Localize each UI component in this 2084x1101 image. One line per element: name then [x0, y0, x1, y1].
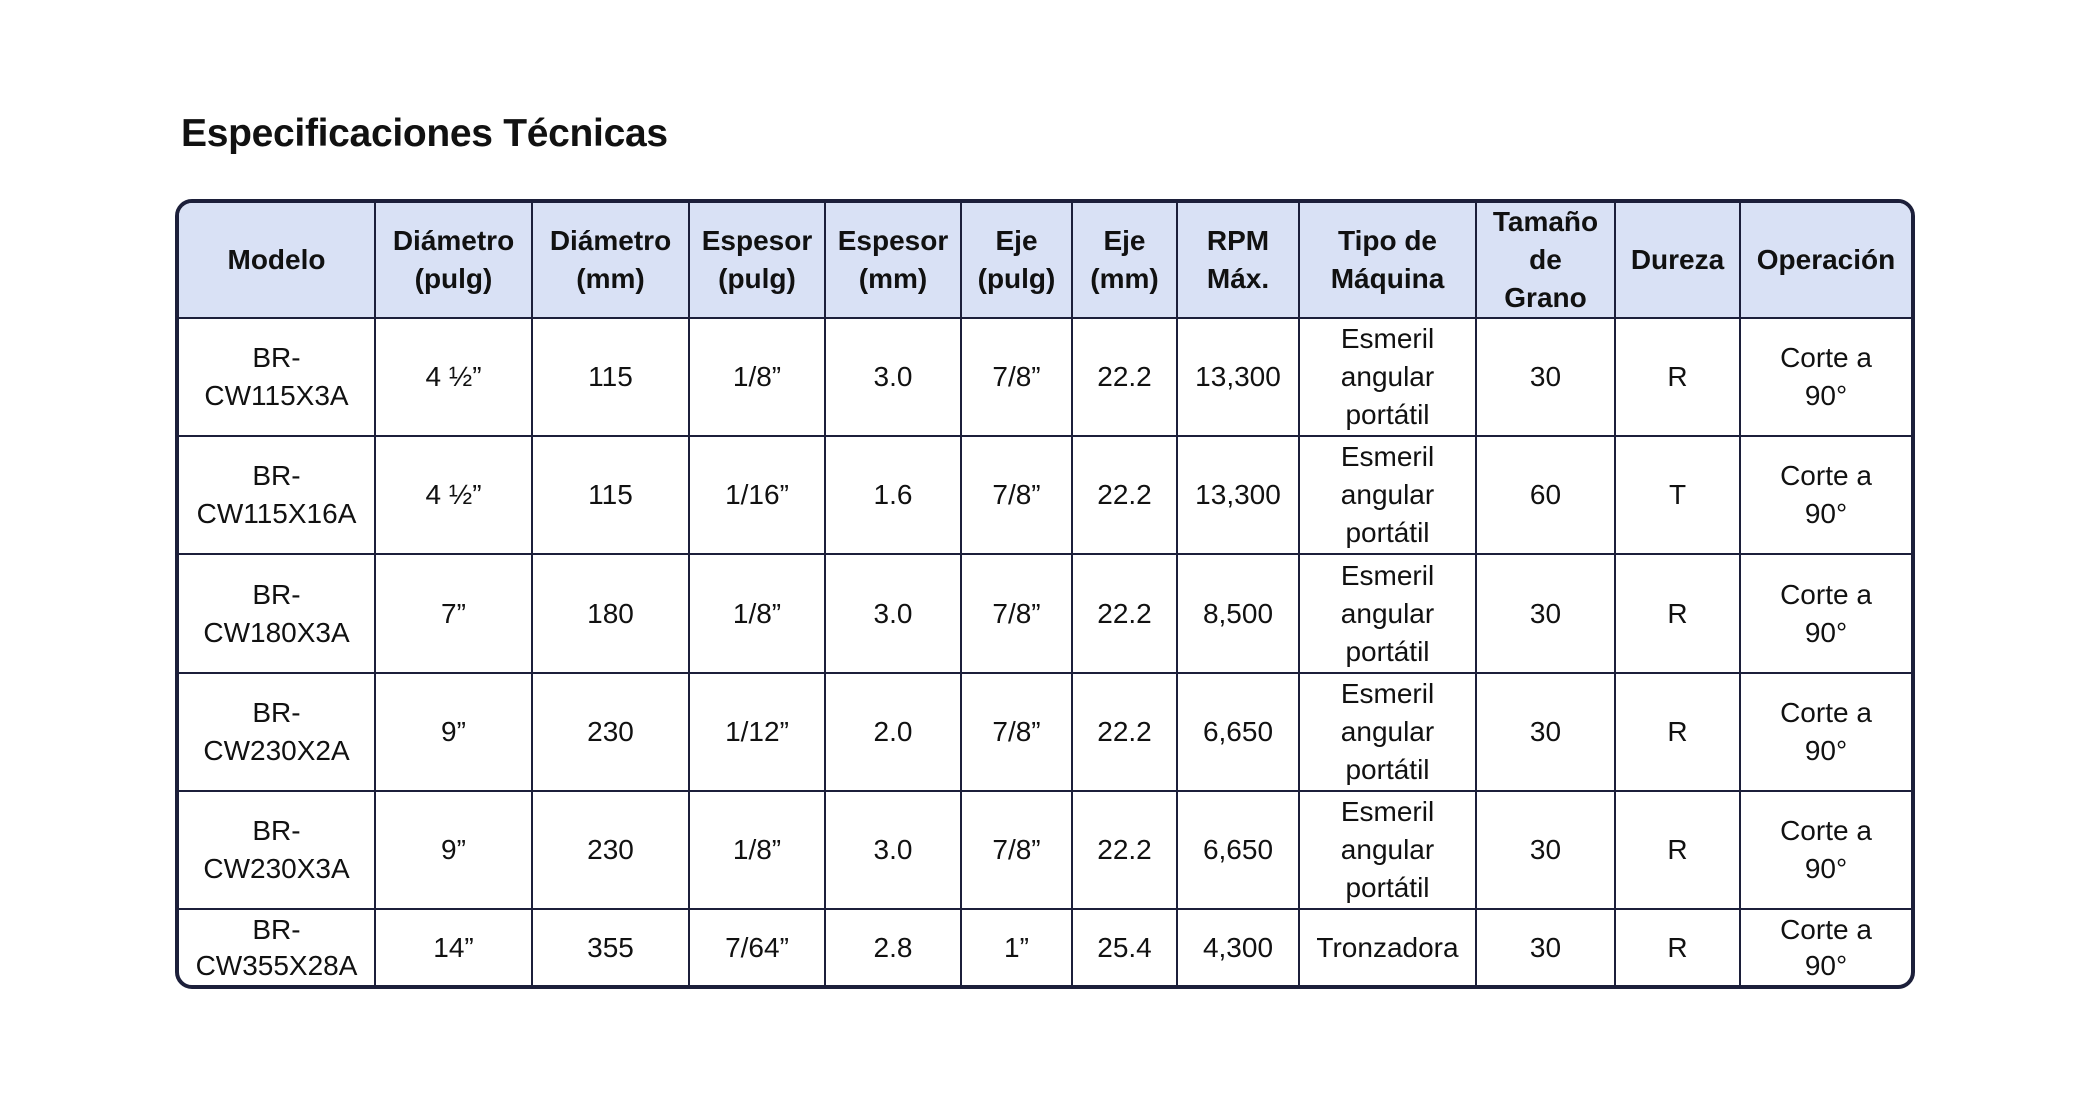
- table-cell: Esmeril angular portátil: [1298, 789, 1477, 911]
- table-cell: BR- CW230X3A: [179, 789, 376, 911]
- table-cell: 22.2: [1071, 553, 1178, 674]
- column-header-tamano-grano: Tamaño de Grano: [1475, 203, 1616, 319]
- table-cell: Corte a 90°: [1739, 316, 1911, 438]
- table-cell: 13,300: [1176, 435, 1300, 556]
- table-cell: 1/8”: [688, 553, 826, 674]
- table-cell: R: [1614, 908, 1741, 985]
- table-cell: 7/8”: [960, 789, 1073, 911]
- table-cell: 6,650: [1176, 789, 1300, 911]
- table-cell: 1.6: [824, 435, 962, 556]
- table-cell: 7/8”: [960, 435, 1073, 556]
- table-cell: 30: [1475, 553, 1616, 674]
- column-header-dureza: Dureza: [1614, 203, 1741, 319]
- table-cell: BR- CW115X3A: [179, 316, 376, 438]
- table-cell: 13,300: [1176, 316, 1300, 438]
- column-header-eje-mm: Eje (mm): [1071, 203, 1178, 319]
- column-header-modelo: Modelo: [179, 203, 376, 319]
- table-row: BR- CW230X3A 9” 230 1/8” 3.0 7/8” 22.2 6…: [179, 789, 1911, 911]
- table-cell: T: [1614, 435, 1741, 556]
- table-cell: BR- CW115X16A: [179, 435, 376, 556]
- table-cell: 355: [531, 908, 690, 985]
- spec-table: Modelo Diámetro (pulg) Diámetro (mm) Esp…: [179, 203, 1911, 985]
- table-cell: BR- CW180X3A: [179, 553, 376, 674]
- table-cell: 1/8”: [688, 316, 826, 438]
- table-cell: Corte a 90°: [1739, 789, 1911, 911]
- table-cell: 8,500: [1176, 553, 1300, 674]
- table-cell: Esmeril angular portátil: [1298, 553, 1477, 674]
- table-cell: 30: [1475, 316, 1616, 438]
- table-cell: Esmeril angular portátil: [1298, 671, 1477, 792]
- table-cell: 230: [531, 789, 690, 911]
- table-cell: 115: [531, 316, 690, 438]
- table-cell: 14”: [374, 908, 533, 985]
- table-cell: 6,650: [1176, 671, 1300, 792]
- table-row: BR- CW115X16A 4 ½” 115 1/16” 1.6 7/8” 22…: [179, 435, 1911, 556]
- table-cell: 4,300: [1176, 908, 1300, 985]
- column-header-diametro-pulg: Diámetro (pulg): [374, 203, 533, 319]
- table-cell: 230: [531, 671, 690, 792]
- table-cell: R: [1614, 789, 1741, 911]
- table-cell: 60: [1475, 435, 1616, 556]
- table-row: BR- CW230X2A 9” 230 1/12” 2.0 7/8” 22.2 …: [179, 671, 1911, 792]
- table-cell: 22.2: [1071, 316, 1178, 438]
- table-cell: 180: [531, 553, 690, 674]
- table-cell: 22.2: [1071, 435, 1178, 556]
- table-cell: BR- CW355X28A: [179, 908, 376, 985]
- table-row: BR- CW115X3A 4 ½” 115 1/8” 3.0 7/8” 22.2…: [179, 316, 1911, 438]
- table-cell: 1/8”: [688, 789, 826, 911]
- table-cell: R: [1614, 671, 1741, 792]
- table-cell: 30: [1475, 908, 1616, 985]
- table-row: BR- CW180X3A 7” 180 1/8” 3.0 7/8” 22.2 8…: [179, 553, 1911, 674]
- table-cell: 1”: [960, 908, 1073, 985]
- spec-table-container: Modelo Diámetro (pulg) Diámetro (mm) Esp…: [175, 199, 1915, 989]
- column-header-eje-pulg: Eje (pulg): [960, 203, 1073, 319]
- table-cell: 30: [1475, 789, 1616, 911]
- table-cell: 22.2: [1071, 671, 1178, 792]
- table-cell: Esmeril angular portátil: [1298, 435, 1477, 556]
- table-cell: Corte a 90°: [1739, 908, 1911, 985]
- table-cell: 25.4: [1071, 908, 1178, 985]
- table-cell: 115: [531, 435, 690, 556]
- column-header-tipo-maquina: Tipo de Máquina: [1298, 203, 1477, 319]
- table-cell: 9”: [374, 671, 533, 792]
- table-cell: Esmeril angular portátil: [1298, 316, 1477, 438]
- table-cell: 2.0: [824, 671, 962, 792]
- table-cell: R: [1614, 553, 1741, 674]
- table-cell: Tronzadora: [1298, 908, 1477, 985]
- table-cell: BR- CW230X2A: [179, 671, 376, 792]
- column-header-operacion: Operación: [1739, 203, 1911, 319]
- table-cell: 1/16”: [688, 435, 826, 556]
- table-header-row: Modelo Diámetro (pulg) Diámetro (mm) Esp…: [179, 203, 1911, 319]
- table-cell: Corte a 90°: [1739, 435, 1911, 556]
- column-header-rpm-max: RPM Máx.: [1176, 203, 1300, 319]
- table-cell: 2.8: [824, 908, 962, 985]
- table-cell: 1/12”: [688, 671, 826, 792]
- column-header-diametro-mm: Diámetro (mm): [531, 203, 690, 319]
- table-cell: 7/64”: [688, 908, 826, 985]
- column-header-espesor-pulg: Espesor (pulg): [688, 203, 826, 319]
- table-cell: 4 ½”: [374, 435, 533, 556]
- table-cell: 4 ½”: [374, 316, 533, 438]
- table-cell: Corte a 90°: [1739, 553, 1911, 674]
- table-cell: 30: [1475, 671, 1616, 792]
- table-cell: 3.0: [824, 789, 962, 911]
- table-row: BR- CW355X28A 14” 355 7/64” 2.8 1” 25.4 …: [179, 908, 1911, 985]
- table-cell: 7/8”: [960, 316, 1073, 438]
- table-cell: 7”: [374, 553, 533, 674]
- table-cell: 9”: [374, 789, 533, 911]
- table-cell: 22.2: [1071, 789, 1178, 911]
- table-cell: 3.0: [824, 316, 962, 438]
- table-cell: 3.0: [824, 553, 962, 674]
- table-cell: 7/8”: [960, 553, 1073, 674]
- table-cell: Corte a 90°: [1739, 671, 1911, 792]
- table-cell: 7/8”: [960, 671, 1073, 792]
- table-cell: R: [1614, 316, 1741, 438]
- page-title: Especificaciones Técnicas: [181, 112, 668, 155]
- column-header-espesor-mm: Espesor (mm): [824, 203, 962, 319]
